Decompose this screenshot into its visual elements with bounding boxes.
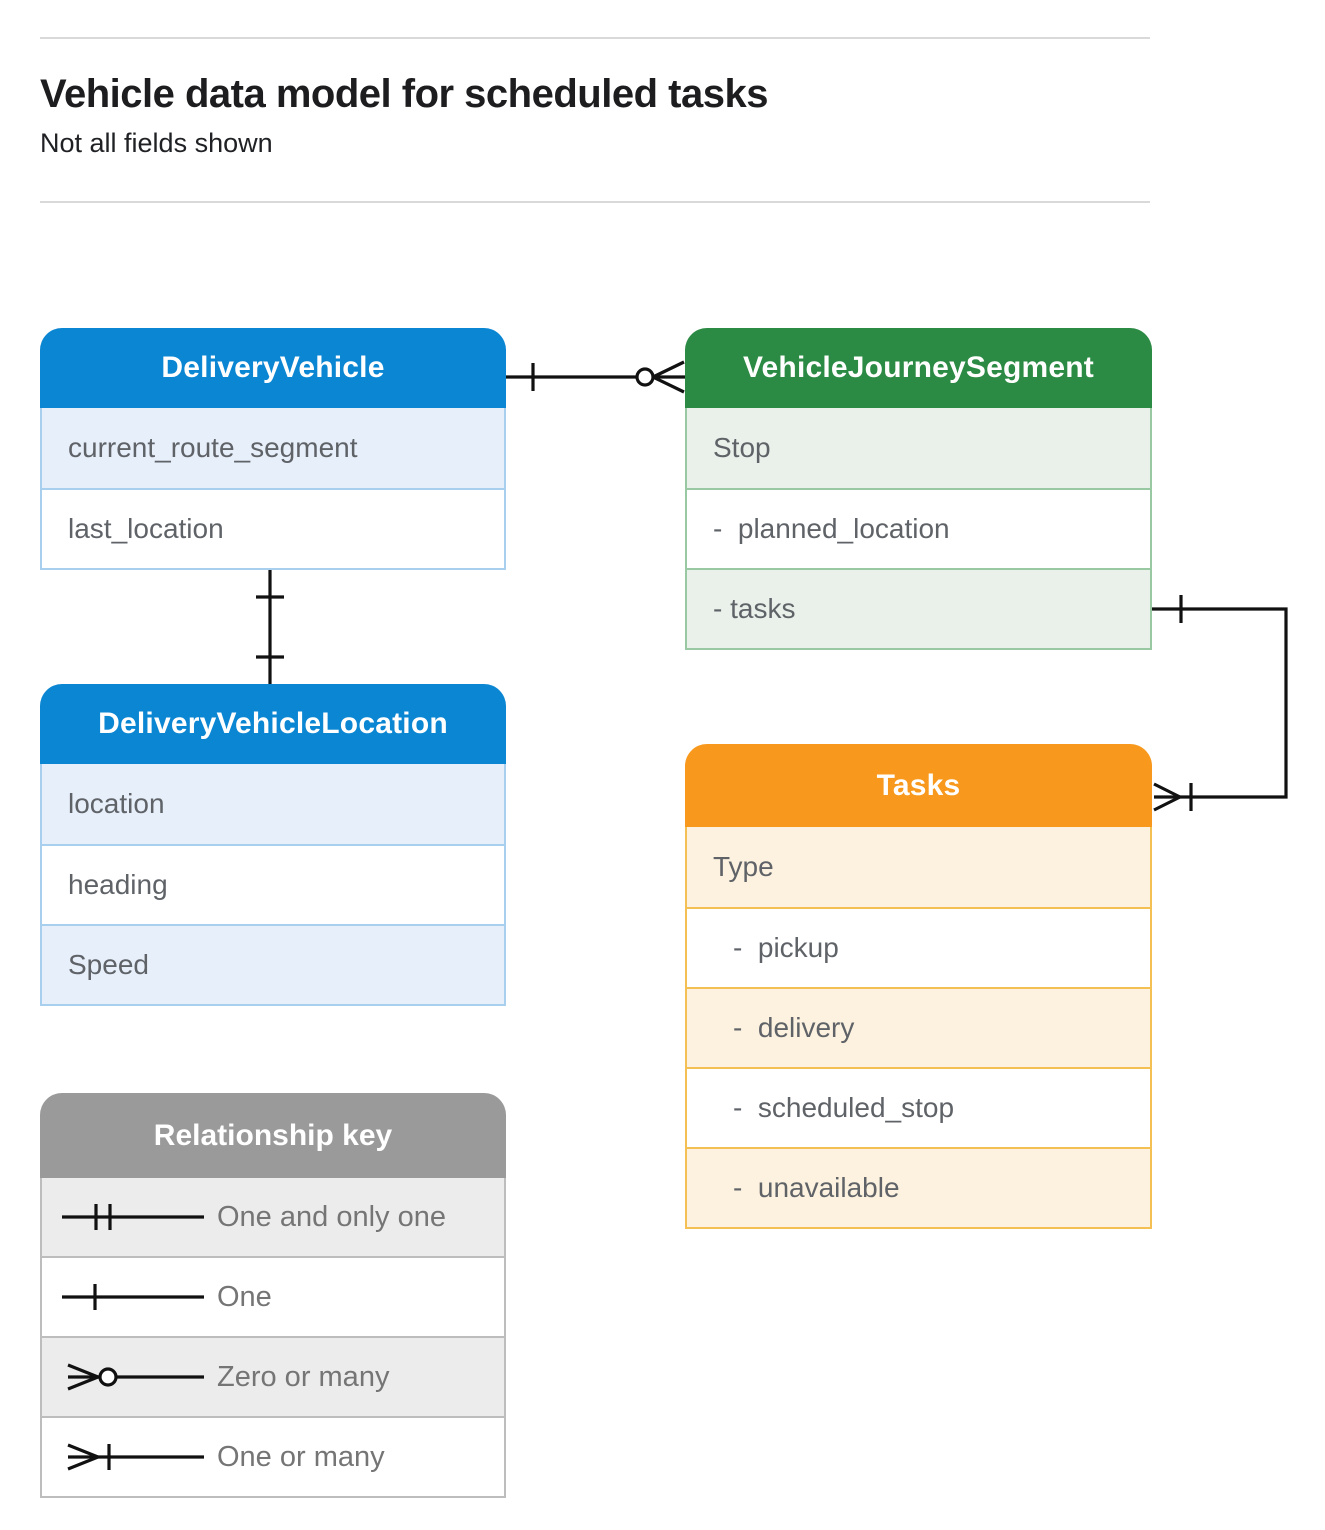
legend-label: One and only one: [217, 1200, 446, 1233]
entity-delivery-vehicle-location-title: DeliveryVehicleLocation: [40, 684, 506, 764]
entity-delivery-vehicle-fields: current_route_segment last_location: [40, 408, 506, 570]
field-current-route-segment: current_route_segment: [42, 408, 504, 488]
field-planned-location: - planned_location: [687, 488, 1150, 568]
field-last-location: last_location: [42, 488, 504, 568]
one-and-only-one-icon: [62, 1204, 204, 1230]
field-heading: heading: [42, 844, 504, 924]
page-title: Vehicle data model for scheduled tasks: [40, 72, 768, 116]
one-or-many-icon: [67, 1443, 204, 1471]
field-scheduled-stop: - scheduled_stop: [687, 1067, 1150, 1147]
entity-vehicle-journey-segment-title: VehicleJourneySegment: [685, 328, 1152, 408]
field-stop: Stop: [687, 408, 1150, 488]
connector-vehiclejourneysegment-tasks: [1152, 595, 1288, 812]
legend-label: Zero or many: [217, 1360, 390, 1393]
legend-row-one: One: [42, 1256, 504, 1336]
relationship-key-title: Relationship key: [40, 1093, 506, 1178]
field-unavailable: - unavailable: [687, 1147, 1150, 1227]
entity-delivery-vehicle: DeliveryVehicle current_route_segment la…: [40, 328, 506, 570]
field-delivery: - delivery: [687, 987, 1150, 1067]
entity-vehicle-journey-segment-fields: Stop - planned_location - tasks: [685, 408, 1152, 650]
entity-tasks-title: Tasks: [685, 744, 1152, 827]
connector-deliveryvehicle-deliveryvehiclelocation: [256, 570, 284, 684]
header-divider: [40, 201, 1150, 203]
field-tasks: - tasks: [687, 568, 1150, 648]
entity-tasks: Tasks Type - pickup - delivery - schedul…: [685, 744, 1152, 1229]
legend-label: One or many: [217, 1440, 385, 1473]
legend-label: One: [217, 1280, 272, 1313]
connector-deliveryvehicle-vehiclejourneysegment: [506, 360, 685, 394]
field-speed: Speed: [42, 924, 504, 1004]
top-divider: [40, 37, 1150, 39]
legend-row-one-and-only-one: One and only one: [42, 1178, 504, 1256]
legend-row-one-or-many: One or many: [42, 1416, 504, 1496]
field-location: location: [42, 764, 504, 844]
field-type: Type: [687, 827, 1150, 907]
page-subtitle: Not all fields shown: [40, 128, 273, 158]
entity-tasks-fields: Type - pickup - delivery - scheduled_sto…: [685, 827, 1152, 1229]
entity-vehicle-journey-segment: VehicleJourneySegment Stop - planned_loc…: [685, 328, 1152, 650]
entity-delivery-vehicle-title: DeliveryVehicle: [40, 328, 506, 408]
entity-delivery-vehicle-location-fields: location heading Speed: [40, 764, 506, 1006]
zero-or-many-icon: [67, 1363, 204, 1391]
relationship-key: Relationship key One and only one One: [40, 1093, 506, 1498]
legend-row-zero-or-many: Zero or many: [42, 1336, 504, 1416]
entity-delivery-vehicle-location: DeliveryVehicleLocation location heading…: [40, 684, 506, 1006]
one-icon: [62, 1284, 204, 1310]
relationship-key-rows: One and only one One Zero or many: [40, 1178, 506, 1498]
field-pickup: - pickup: [687, 907, 1150, 987]
